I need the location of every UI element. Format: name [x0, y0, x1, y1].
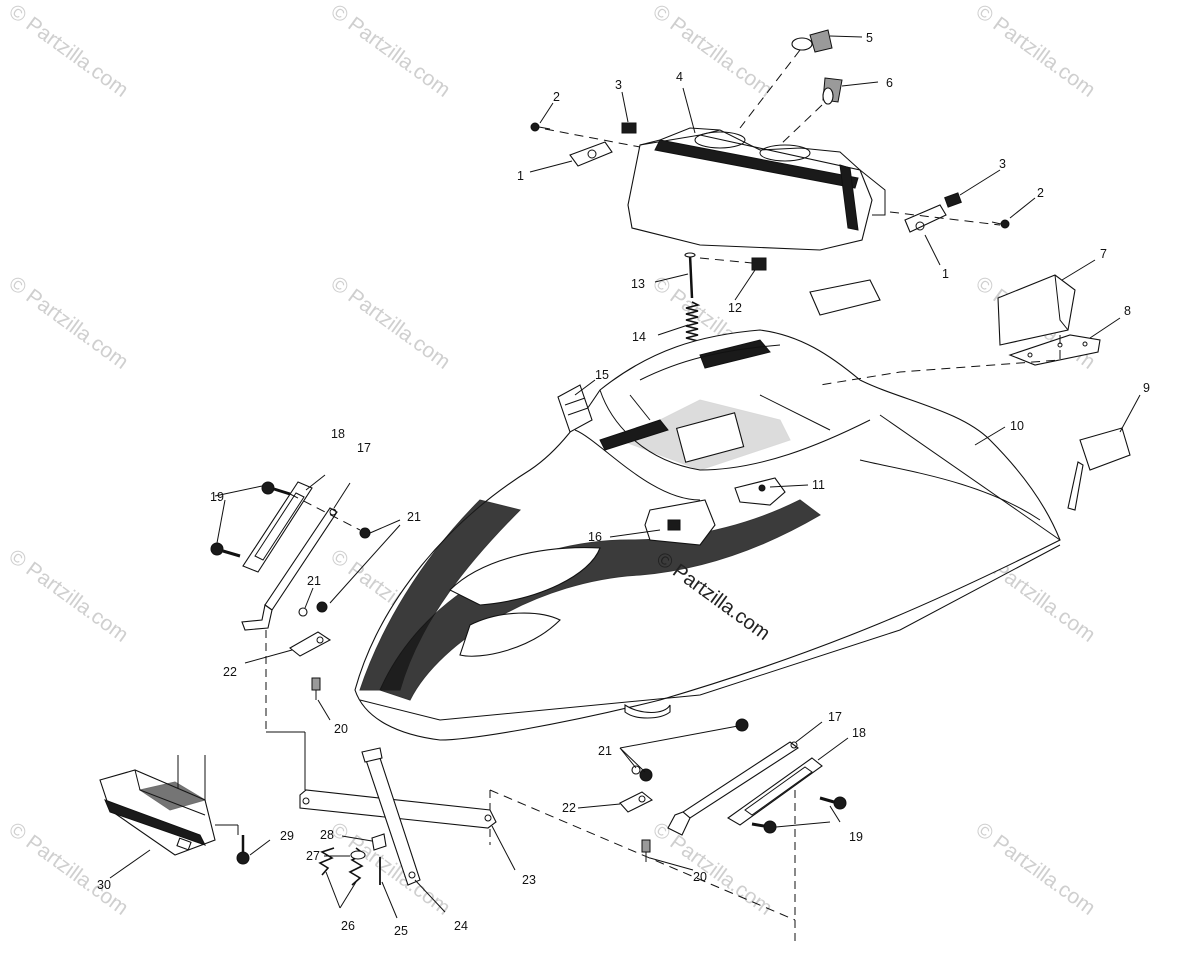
callout-19: 19	[849, 830, 863, 844]
callout-6: 6	[886, 76, 893, 90]
callout-22: 22	[562, 801, 576, 815]
support-24	[361, 747, 421, 886]
callout-21: 21	[598, 744, 612, 758]
guide-line	[819, 335, 1061, 386]
clamp-22-right	[619, 791, 654, 813]
bolt-19-right-upper	[819, 796, 847, 810]
callout-7: 7	[1100, 247, 1107, 261]
callout-2: 2	[1037, 186, 1044, 200]
bulb-6	[822, 77, 843, 105]
nut-21-right	[735, 718, 749, 732]
callout-13: 13	[631, 277, 645, 291]
callout-3: 3	[999, 157, 1006, 171]
guide-line	[889, 211, 1001, 226]
callout-5: 5	[866, 31, 873, 45]
bolt-19-upper	[261, 481, 291, 496]
callout-21: 21	[307, 574, 321, 588]
callout-12: 12	[728, 301, 742, 315]
callout-18: 18	[331, 427, 345, 441]
clip-27	[350, 850, 366, 860]
guide-line	[739, 49, 801, 129]
headlight-bracket-left	[569, 141, 613, 167]
callout-23: 23	[522, 873, 536, 887]
callout-19: 19	[210, 490, 224, 504]
guide-line	[289, 493, 361, 531]
support-bar-23	[299, 789, 497, 829]
washer-21	[298, 607, 308, 617]
bracket-17-right	[667, 741, 799, 836]
screw-right	[991, 219, 1010, 229]
nut-21	[359, 527, 371, 539]
guide-line	[489, 789, 796, 921]
foam-16	[644, 499, 716, 546]
speed-nut-right	[944, 192, 962, 208]
clamp-22-left	[289, 631, 332, 657]
callout-1: 1	[942, 267, 949, 281]
clip-28	[371, 833, 387, 851]
callout-21: 21	[407, 510, 421, 524]
callout-1: 1	[517, 169, 524, 183]
washer-21-right	[631, 765, 641, 775]
callout-29: 29	[280, 829, 294, 843]
callout-15: 15	[595, 368, 609, 382]
plate-18-right	[726, 757, 823, 826]
callout-25: 25	[394, 924, 408, 938]
callout-2: 2	[553, 90, 560, 104]
headlight-housing	[627, 127, 886, 251]
callout-16: 16	[588, 530, 602, 544]
clip-12	[751, 257, 767, 271]
callout-17: 17	[357, 441, 371, 455]
callout-20: 20	[693, 870, 707, 884]
foam-11	[734, 477, 786, 506]
screw-29	[236, 835, 250, 865]
nut-21-right-b	[639, 768, 653, 782]
bumper-30	[99, 755, 216, 856]
callout-8: 8	[1124, 304, 1131, 318]
adjuster-screw-13	[684, 252, 696, 299]
mirror-9	[1067, 427, 1131, 511]
screw-left	[530, 122, 551, 132]
windshield-7	[997, 274, 1076, 346]
callout-30: 30	[97, 878, 111, 892]
spring-14	[685, 301, 701, 345]
callout-14: 14	[632, 330, 646, 344]
headlight-bracket-right	[904, 204, 947, 233]
callout-18: 18	[852, 726, 866, 740]
callout-labels: 1 1 2 2 3 3 4 5 6 7 8 9 10 11 12 13 14 1…	[97, 31, 1150, 938]
callout-28: 28	[320, 828, 334, 842]
callout-17: 17	[828, 710, 842, 724]
screw-20-left	[311, 677, 321, 700]
spring-26a	[318, 847, 335, 876]
latch-15	[557, 384, 593, 433]
guide-line	[544, 128, 641, 148]
callout-22: 22	[223, 665, 237, 679]
callout-10: 10	[1010, 419, 1024, 433]
bracket-17-left	[241, 507, 338, 631]
speed-nut-left	[621, 122, 637, 134]
leader-lines	[109, 35, 1141, 919]
bolt-19-lower	[210, 542, 241, 558]
nut-21b	[316, 601, 328, 613]
callout-20: 20	[334, 722, 348, 736]
bulb-socket-5	[791, 29, 833, 53]
callout-24: 24	[454, 919, 468, 933]
callout-26: 26	[341, 919, 355, 933]
screw-20-right	[641, 839, 651, 862]
callout-11: 11	[812, 478, 825, 492]
callout-4: 4	[676, 70, 683, 84]
bolt-19-right-lower	[751, 820, 777, 834]
callout-27: 27	[306, 849, 320, 863]
guide-line	[699, 257, 753, 264]
callout-3: 3	[615, 78, 622, 92]
plate-18-left	[242, 481, 313, 573]
guide-line	[779, 104, 823, 146]
callout-9: 9	[1143, 381, 1150, 395]
